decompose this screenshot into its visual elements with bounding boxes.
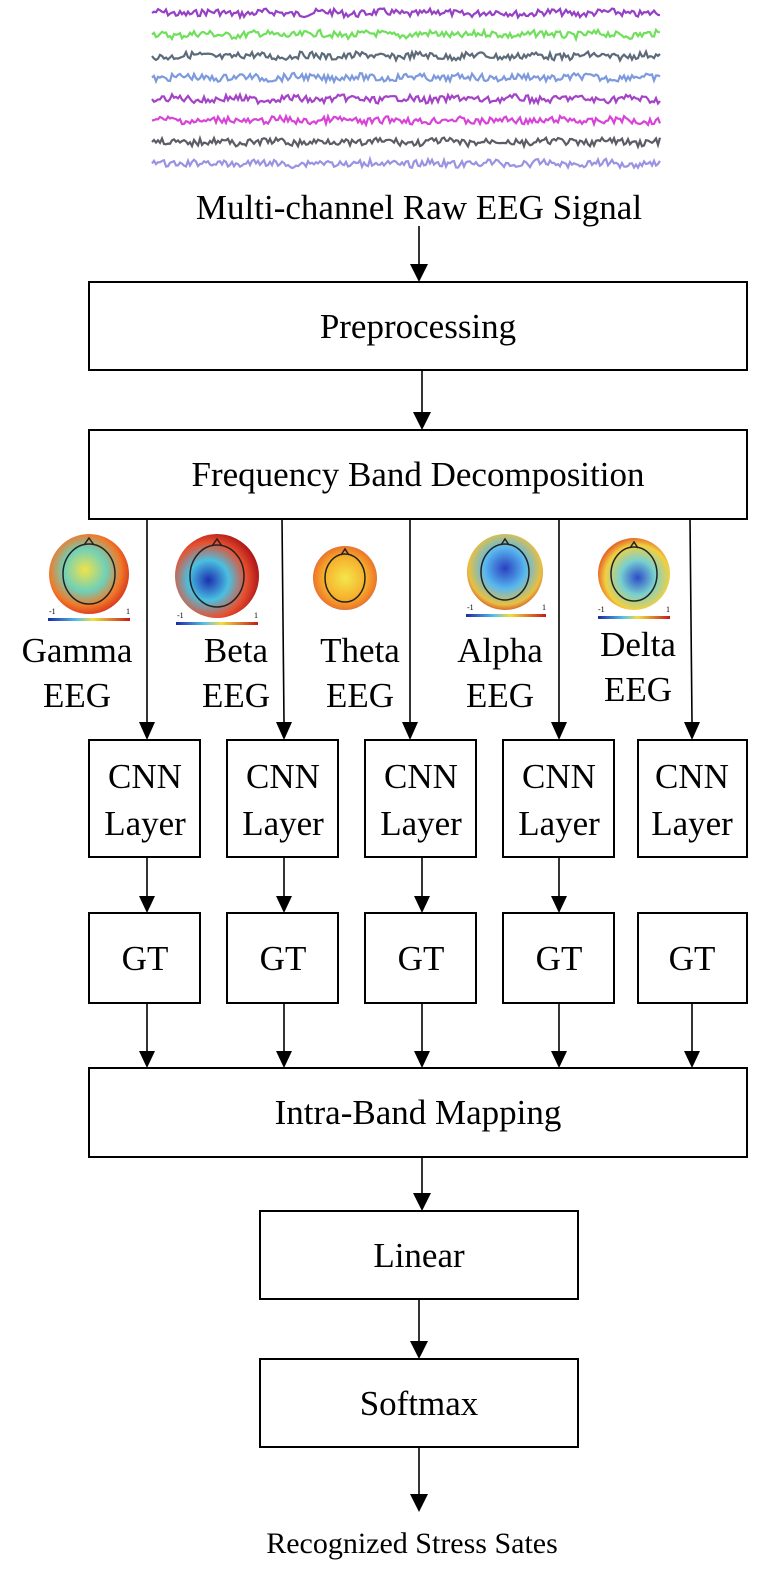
cnn-layer-box-gamma [88, 739, 201, 858]
softmax-label: Softmax [360, 1384, 479, 1423]
band-sub-theta: EEG [326, 676, 394, 715]
gt-label: GT [398, 939, 445, 978]
band-name-theta: Theta [320, 631, 400, 670]
preprocessing-label: Preprocessing [320, 307, 516, 346]
arrowhead [276, 896, 292, 913]
linear-box [259, 1210, 579, 1300]
arrowhead [684, 722, 700, 740]
linear-label: Linear [373, 1236, 465, 1275]
band-name-delta: Delta [600, 625, 676, 664]
gt-box-alpha [502, 912, 615, 1004]
layer-label: Layer [651, 804, 733, 843]
gt-label: GT [260, 939, 307, 978]
band-sub-beta: EEG [202, 676, 270, 715]
cnn-label: CNN [522, 757, 596, 796]
arrowhead [414, 1051, 430, 1068]
raw-eeg-signal-traces [151, 6, 662, 171]
band-sub-delta: EEG [604, 670, 672, 709]
colorbar-min-label: -1 [49, 607, 56, 616]
arrowhead [410, 1341, 428, 1359]
band-name-gamma: Gamma [22, 631, 133, 670]
colorbar-min-label: -1 [467, 603, 474, 612]
colorbar-max-label: 1 [542, 603, 546, 612]
band-sub-alpha: EEG [466, 676, 534, 715]
arrowhead [139, 1051, 155, 1068]
input-label: Multi-channel Raw EEG Signal [196, 188, 642, 227]
decomposition-label: Frequency Band Decomposition [192, 455, 645, 494]
arrowhead [551, 722, 567, 740]
band-name-beta: Beta [204, 631, 269, 670]
eeg-channel-trace [151, 71, 661, 85]
cnn-label: CNN [108, 757, 182, 796]
arrowhead [413, 1193, 431, 1211]
arrow-decomposition-to-cnn-beta [281, 518, 285, 723]
eeg-channel-trace [151, 6, 661, 21]
eeg-channel-trace [151, 48, 661, 63]
layer-label: Layer [380, 804, 462, 843]
band-sub-gamma: EEG [43, 676, 111, 715]
topomap-theta [313, 546, 377, 610]
gt-label: GT [536, 939, 583, 978]
arrowhead [276, 722, 292, 740]
eeg-channel-trace [151, 27, 661, 43]
arrowhead [139, 896, 155, 913]
gt-box-beta [226, 912, 339, 1004]
arrowhead [139, 722, 155, 740]
colorbar-max-label: 1 [126, 607, 130, 616]
topomap-alpha [466, 534, 546, 617]
cnn-layer-box-theta [364, 739, 477, 858]
gt-box-theta [364, 912, 477, 1004]
cnn-label: CNN [246, 757, 320, 796]
arrowhead [276, 1051, 292, 1068]
mapping-label: Intra-Band Mapping [275, 1093, 562, 1132]
layer-label: Layer [104, 804, 186, 843]
arrowhead [410, 1494, 428, 1512]
arrowhead [413, 412, 431, 430]
output-label: Recognized Stress Sates [266, 1527, 558, 1560]
layer-label: Layer [242, 804, 324, 843]
colorbar-max-label: 1 [666, 605, 670, 614]
arrowhead [410, 264, 428, 282]
arrowhead [551, 1051, 567, 1068]
arrowhead [402, 722, 418, 740]
cnn-layer-box-beta [226, 739, 339, 858]
topomap-beta [175, 534, 259, 625]
colorbar-min-label: -1 [598, 605, 605, 614]
layer-label: Layer [518, 804, 600, 843]
gt-label: GT [669, 939, 716, 978]
arrowhead [684, 1051, 700, 1068]
cnn-layer-box-delta [637, 739, 748, 858]
topomap-gamma [48, 534, 130, 621]
gt-box-gamma [88, 912, 201, 1004]
arrow-decomposition-to-cnn-delta [689, 518, 693, 723]
arrowhead [551, 896, 567, 913]
band-name-alpha: Alpha [457, 631, 543, 670]
gt-label: GT [122, 939, 169, 978]
frequency-band-decomposition-box [88, 429, 748, 520]
cnn-layer-box-alpha [502, 739, 615, 858]
preprocessing-box [88, 281, 748, 371]
arrowhead [414, 896, 430, 913]
topomap-delta [598, 538, 670, 619]
eeg-channel-trace [151, 134, 662, 150]
cnn-label: CNN [384, 757, 458, 796]
gt-box-delta [637, 912, 748, 1004]
intra-band-mapping-box [88, 1067, 748, 1158]
cnn-label: CNN [655, 757, 729, 796]
eeg-channel-trace [151, 113, 662, 128]
colorbar-min-label: -1 [177, 611, 184, 620]
eeg-channel-trace [151, 155, 661, 171]
colorbar-max-label: 1 [254, 611, 258, 620]
eeg-channel-trace [151, 91, 661, 106]
